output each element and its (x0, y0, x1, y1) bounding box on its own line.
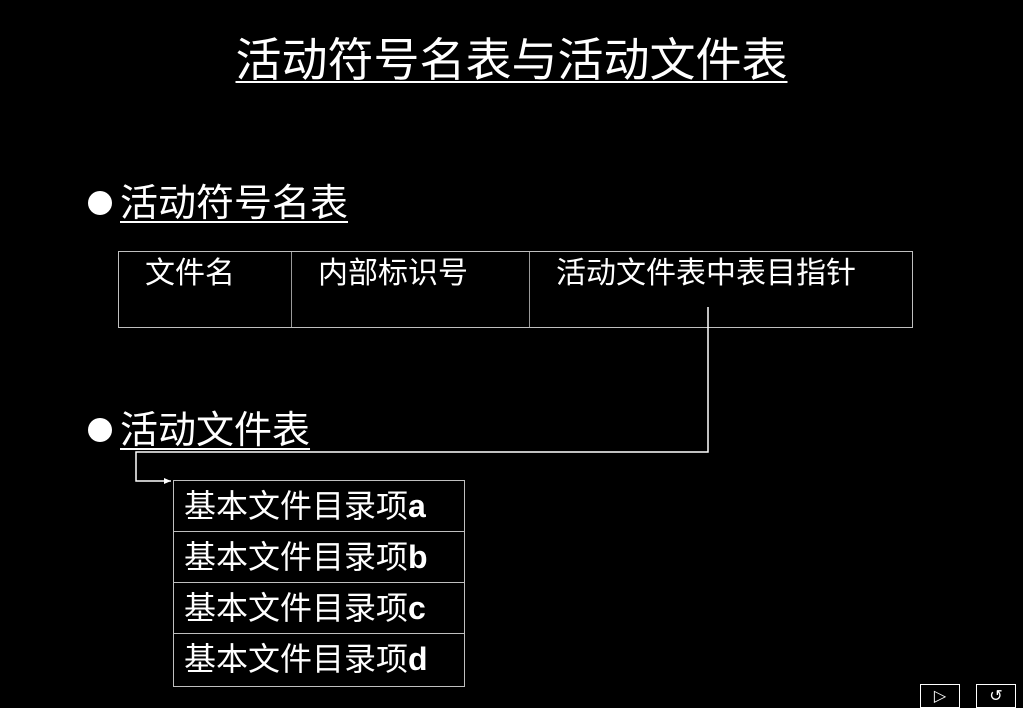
file-entry-letter: a (408, 488, 426, 524)
file-entry-label: 基本文件目录项 (184, 487, 409, 525)
bullet-dot-icon (88, 191, 112, 215)
file-entry-row: 基本文件目录项d (174, 634, 464, 686)
bullet-active-symbol-table: 活动符号名表 (88, 178, 348, 228)
file-entry-letter: d (408, 641, 428, 677)
slide-title: 活动符号名表与活动文件表 (235, 33, 788, 87)
bullet-active-file-table: 活动文件表 (88, 405, 310, 455)
file-entry-label: 基本文件目录项 (184, 589, 409, 627)
column-filename: 文件名 (119, 252, 292, 327)
file-entry-row: 基本文件目录项c (174, 583, 464, 634)
file-entry-letter: c (408, 590, 426, 626)
return-button[interactable]: ↺ (976, 684, 1016, 708)
active-file-table: 基本文件目录项a 基本文件目录项b 基本文件目录项c 基本文件目录项d (173, 480, 465, 687)
next-slide-button[interactable]: ▷ (920, 684, 960, 708)
column-entry-pointer: 活动文件表中表目指针 (556, 256, 856, 291)
column-internal-id: 内部标识号 (292, 252, 530, 327)
file-entry-label: 基本文件目录项 (184, 538, 409, 576)
file-entry-row: 基本文件目录项b (174, 532, 464, 583)
return-arrow-icon: ↺ (989, 686, 1003, 705)
section-label-file-table: 活动文件表 (120, 408, 311, 452)
file-entry-row: 基本文件目录项a (174, 481, 464, 532)
section-label-symbol-table: 活动符号名表 (120, 181, 349, 225)
file-entry-letter: b (408, 539, 428, 575)
file-entry-label: 基本文件目录项 (184, 640, 409, 678)
active-symbol-table: 文件名 内部标识号 活动文件表中表目指针 (118, 251, 913, 328)
play-triangle-icon: ▷ (933, 686, 947, 705)
bullet-dot-icon (88, 418, 112, 442)
